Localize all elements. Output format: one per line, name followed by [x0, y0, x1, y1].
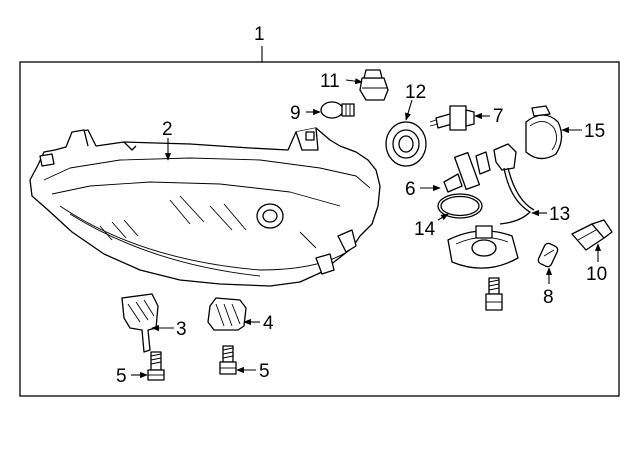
callout-9: 9 [290, 103, 301, 124]
callout-10: 10 [586, 264, 607, 285]
callout-12: 12 [405, 82, 426, 103]
callout-labels: 1 2 3 4 5 5 6 7 8 9 10 11 12 13 14 15 [116, 24, 607, 387]
side-marker-socket[interactable] [571, 219, 613, 251]
mounting-bracket-right[interactable] [207, 297, 247, 331]
wiring-harness-and-igniter[interactable] [447, 143, 535, 269]
bulb-socket[interactable] [359, 69, 389, 101]
mounting-bracket-left[interactable] [121, 293, 159, 353]
headlight-bulb-lower[interactable] [443, 151, 491, 193]
callout-6: 6 [405, 179, 416, 200]
small-bulb[interactable] [320, 101, 355, 119]
callout-14-leader [437, 213, 449, 221]
callout-5a: 5 [116, 366, 127, 387]
o-ring[interactable] [437, 193, 483, 219]
bolt-ballast[interactable] [485, 277, 503, 311]
callout-11: 11 [320, 71, 340, 92]
callout-1: 1 [254, 24, 265, 45]
callout-14: 14 [414, 219, 436, 240]
bolt-left[interactable] [147, 351, 165, 381]
callout-2: 2 [162, 119, 173, 140]
dust-cover[interactable] [525, 105, 563, 160]
side-marker-bulb[interactable] [537, 242, 559, 268]
callout-13: 13 [549, 204, 570, 225]
bolt-right[interactable] [219, 345, 237, 375]
callout-12-leader [405, 99, 413, 121]
callout-7: 7 [493, 106, 504, 127]
callout-5b: 5 [259, 361, 270, 382]
seal-ring[interactable] [385, 121, 427, 167]
diagram-frame [19, 61, 620, 397]
headlamp-housing[interactable] [29, 127, 381, 287]
callout-3: 3 [176, 319, 187, 340]
callout-15: 15 [584, 121, 605, 142]
callout-11-leader [345, 78, 363, 85]
callout-8: 8 [543, 287, 554, 308]
headlight-bulb-upper[interactable] [429, 105, 475, 131]
callout-4: 4 [263, 313, 274, 334]
